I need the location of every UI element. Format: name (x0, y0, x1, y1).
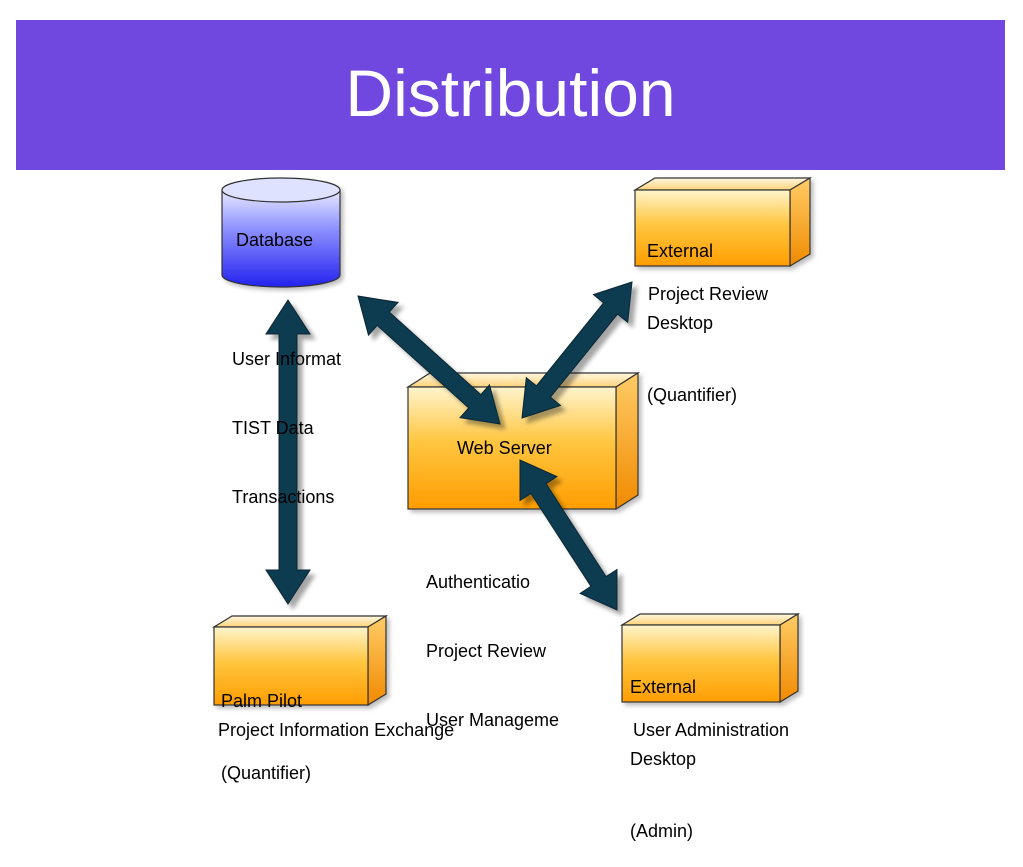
slide-title: Distribution (345, 56, 676, 130)
label-line: (Quantifier) (647, 385, 738, 405)
external-desktop-quantifier-caption: Project Review (648, 284, 769, 304)
caption-line: User Informat (232, 349, 342, 369)
arrow-database-to-web-server (357, 295, 501, 425)
label-line: Palm Pilot (221, 691, 303, 711)
palm-pilot-node (211, 614, 389, 707)
caption-line: Project Review (426, 641, 547, 661)
caption-line: Transactions (232, 487, 335, 507)
title-bar: Distribution (16, 20, 1005, 170)
external-desktop-admin-caption: User Administration (633, 720, 790, 740)
label-line: Desktop (647, 313, 714, 333)
label-line: External (647, 241, 714, 261)
database-node (221, 177, 341, 288)
web-server-caption: Authenticatio Project Review User Manage… (426, 525, 559, 755)
distribution-diagram (211, 176, 813, 707)
connection-arrows (265, 281, 633, 611)
arrow-external-desktop-quantifier-to-web-server (521, 281, 633, 419)
database-caption: User Informat TIST Data Transactions (232, 302, 341, 532)
caption-line: TIST Data (232, 418, 314, 438)
database-label: Database (236, 230, 314, 250)
caption-line: Authenticatio (426, 572, 531, 592)
arrow-database-to-palm-pilot (265, 299, 311, 605)
palm-pilot-caption: Project Information Exchange (218, 720, 455, 740)
caption-line: User Manageme (426, 710, 560, 730)
web-server-node (405, 371, 641, 511)
external-desktop-quantifier-label: External Desktop (Quantifier) (647, 191, 737, 431)
label-line: (Admin) (630, 821, 694, 841)
label-line: (Quantifier) (221, 763, 312, 783)
label-line: Desktop (630, 749, 697, 769)
web-server-label: Web Server (457, 438, 552, 458)
arrow-web-server-to-external-desktop-admin (519, 459, 618, 611)
external-desktop-admin-node (619, 612, 801, 704)
external-desktop-admin-label: External Desktop (Admin) (630, 627, 696, 867)
label-line: External (630, 677, 697, 697)
external-desktop-quantifier-node (632, 176, 813, 268)
